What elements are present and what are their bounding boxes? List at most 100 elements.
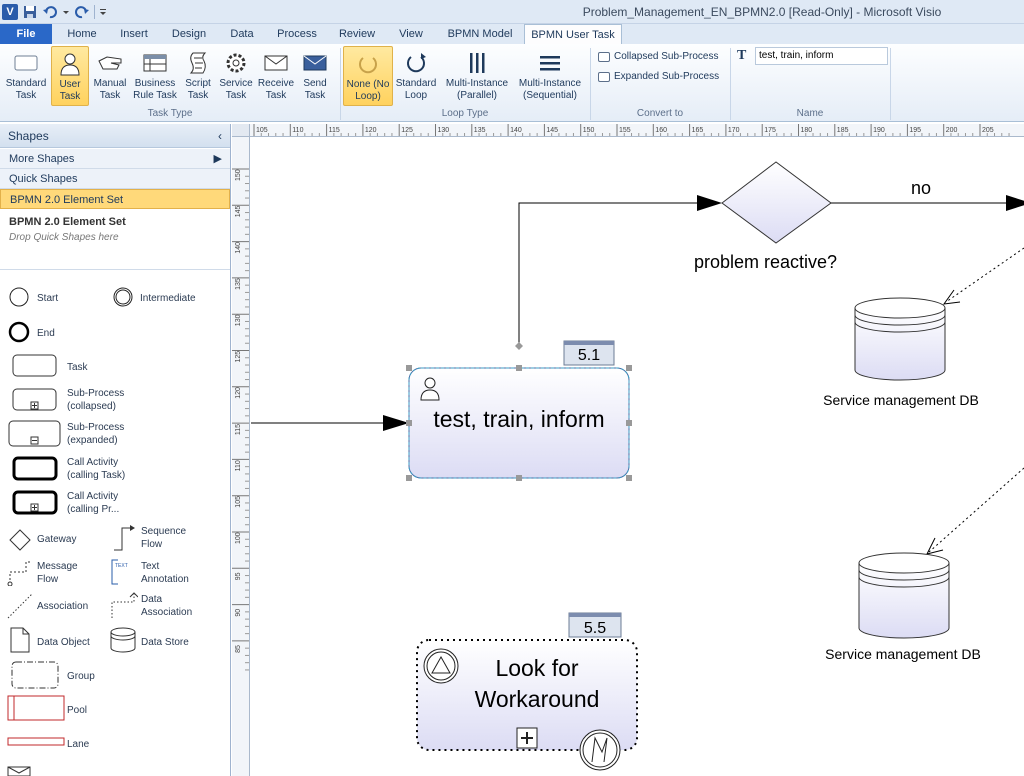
collapse-panel-icon[interactable]: ‹ — [218, 129, 222, 143]
resize-handle[interactable] — [516, 365, 522, 371]
data-store-label-2: Service management DB — [825, 646, 981, 662]
call-activity-task-icon[interactable] — [12, 456, 58, 482]
undo-dropdown-icon[interactable] — [62, 4, 70, 20]
script-task-button[interactable]: Script Task — [181, 46, 215, 106]
intermediate-event-icon[interactable] — [112, 286, 134, 308]
text-annotation-icon[interactable]: TEXT — [110, 558, 136, 586]
resize-handle[interactable] — [406, 475, 412, 481]
resize-handle[interactable] — [626, 475, 632, 481]
user-task-button[interactable]: User Task — [51, 46, 89, 106]
expanded-subprocess-button[interactable]: Expanded Sub-Process — [598, 69, 719, 85]
button-label: Loop — [404, 90, 428, 101]
message-icon[interactable] — [6, 764, 36, 776]
multi-instance-sequential-button[interactable]: Multi-Instance (Sequential) — [515, 46, 585, 106]
ruler-label: 205 — [982, 127, 994, 134]
ruler-label: 120 — [365, 127, 377, 134]
stencil-label: BPMN 2.0 Element Set — [10, 194, 124, 206]
manual-task-button[interactable]: Manual Task — [90, 46, 130, 106]
sequence-flow-to-gateway[interactable] — [518, 195, 722, 345]
ruler-label: 90 — [235, 609, 242, 617]
collapsed-subprocess-button[interactable]: Collapsed Sub-Process — [598, 49, 719, 65]
subprocess-shape[interactable] — [416, 612, 638, 771]
shapes-panel: Shapes ‹ More Shapes ▶ Quick Shapes BPMN… — [0, 124, 231, 776]
user-task-shape[interactable] — [406, 340, 632, 481]
data-store-shape-1[interactable] — [854, 297, 946, 381]
tab-file[interactable]: File — [0, 24, 52, 44]
resize-handle[interactable] — [406, 365, 412, 371]
button-label: Collapsed Sub-Process — [614, 51, 719, 62]
ruler-label: 120 — [235, 387, 242, 399]
service-task-button[interactable]: Service Task — [217, 46, 255, 106]
no-loop-button[interactable]: None (No Loop) — [343, 46, 393, 106]
task-shape-icon[interactable] — [12, 354, 58, 378]
tab-insert[interactable]: Insert — [120, 28, 148, 40]
resize-handle[interactable] — [406, 420, 412, 426]
multi-instance-parallel-button[interactable]: Multi-Instance (Parallel) — [440, 46, 514, 106]
button-label: Task — [99, 90, 121, 101]
message-flow-icon[interactable] — [6, 558, 36, 586]
ruler-label: 180 — [801, 127, 813, 134]
ruler-label: 105 — [235, 496, 242, 508]
shape-label: Group — [67, 671, 95, 682]
tab-data[interactable]: Data — [230, 28, 254, 40]
shapes-title: Shapes — [8, 129, 49, 143]
ruler-label: 150 — [235, 169, 242, 181]
resize-handle[interactable] — [626, 365, 632, 371]
send-task-button[interactable]: Send Task — [297, 46, 333, 106]
sequence-flow-icon[interactable] — [112, 524, 136, 552]
button-label: Task — [265, 90, 287, 101]
pool-icon[interactable] — [6, 694, 66, 724]
subprocess-expanded-icon[interactable] — [8, 420, 62, 448]
data-association-icon[interactable] — [110, 592, 138, 620]
resize-handle[interactable] — [626, 420, 632, 426]
exclusive-gateway[interactable] — [721, 161, 832, 244]
standard-task-button[interactable]: Standard Task — [3, 46, 49, 106]
drawing-canvas[interactable]: problem reactive? no 5.1 test, train, in… — [251, 138, 1024, 776]
standard-loop-button[interactable]: Standard Loop — [394, 46, 438, 106]
data-association-1[interactable] — [942, 247, 1024, 305]
button-label: Task — [225, 90, 247, 101]
lane-icon[interactable] — [6, 736, 66, 748]
tab-process[interactable]: Process — [277, 28, 317, 40]
data-store-shape-2[interactable] — [858, 552, 950, 639]
group-separator — [590, 48, 591, 120]
more-shapes-item[interactable]: More Shapes ▶ — [0, 149, 230, 169]
subprocess-collapsed-icon[interactable] — [12, 388, 58, 412]
undo-icon[interactable] — [42, 4, 58, 20]
ruler-label: 130 — [235, 314, 242, 326]
connection-point[interactable] — [515, 342, 523, 350]
tab-view[interactable]: View — [399, 28, 423, 40]
envelope-filled-icon — [301, 50, 329, 76]
sequence-flow-into-task[interactable] — [251, 415, 409, 431]
group-label-name: Name — [796, 108, 824, 119]
tab-home[interactable]: Home — [67, 28, 97, 40]
resize-handle[interactable] — [516, 475, 522, 481]
save-icon[interactable] — [22, 4, 38, 20]
group-icon[interactable] — [10, 660, 60, 690]
error-boundary-event-icon[interactable] — [579, 729, 621, 771]
receive-task-button[interactable]: Receive Task — [256, 46, 296, 106]
customize-qat-icon[interactable] — [99, 4, 107, 20]
tab-bpmn-model[interactable]: BPMN Model — [447, 28, 513, 40]
tab-design[interactable]: Design — [171, 28, 207, 40]
association-icon[interactable] — [6, 592, 36, 620]
parallel-bars-icon — [463, 50, 491, 76]
task-name-input[interactable]: test, train, inform — [755, 47, 888, 65]
quick-shapes-item[interactable]: Quick Shapes — [0, 169, 230, 189]
sequence-flow-no[interactable] — [831, 195, 1024, 211]
end-event-icon[interactable] — [8, 321, 30, 343]
data-object-icon[interactable] — [8, 626, 32, 654]
stencil-title: BPMN 2.0 Element Set — [9, 216, 126, 228]
shape-label: Data Object — [37, 637, 90, 648]
call-activity-process-icon[interactable] — [12, 490, 58, 516]
data-store-icon[interactable] — [108, 626, 138, 654]
start-event-icon[interactable] — [8, 286, 30, 308]
gateway-icon[interactable] — [8, 528, 32, 552]
data-association-2[interactable] — [926, 467, 1024, 555]
tab-review[interactable]: Review — [338, 28, 376, 40]
bpmn-stencil-item[interactable]: BPMN 2.0 Element Set — [0, 189, 230, 209]
business-rule-task-button[interactable]: Business Rule Task — [131, 46, 179, 106]
expand-marker-icon — [516, 727, 538, 749]
redo-icon[interactable] — [74, 4, 90, 20]
tab-bpmn-user-task[interactable]: BPMN User Task — [524, 24, 622, 44]
